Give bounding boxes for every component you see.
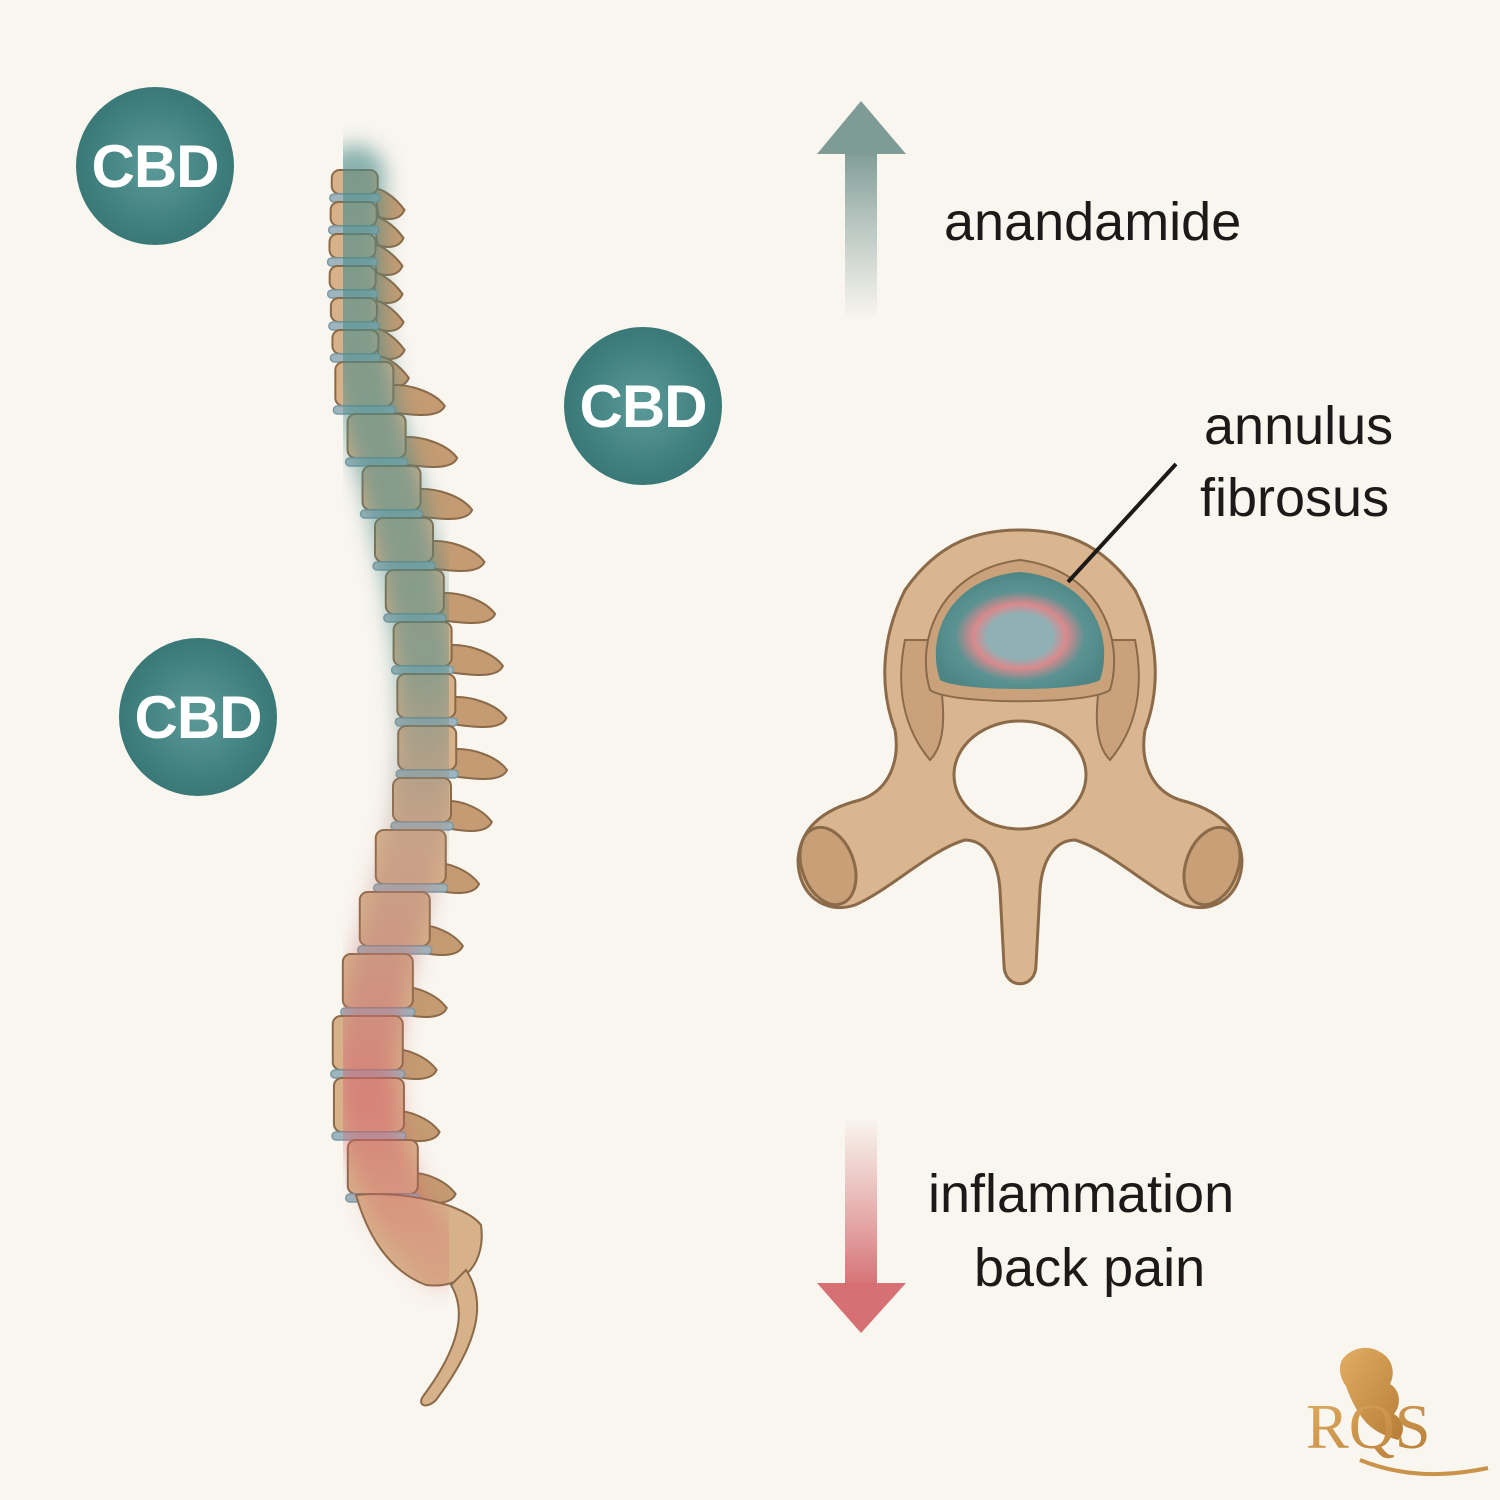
cbd-badge: CBD: [564, 327, 722, 485]
arrow-up-icon: [817, 101, 906, 320]
cbd-badge: CBD: [76, 87, 234, 245]
coccyx: [420, 1268, 479, 1407]
vertebra-cross-section: [796, 462, 1244, 986]
cbd-badge-label: CBD: [579, 372, 708, 440]
back-pain-label: back pain: [974, 1238, 1206, 1298]
arrow-down-icon: [817, 1118, 906, 1333]
spinous-process: [441, 644, 505, 676]
rqs-logo: RQS: [1306, 1347, 1489, 1477]
cbd-badge: CBD: [119, 638, 277, 796]
inflammation-label: inflammation: [928, 1164, 1235, 1224]
anandamide-label: anandamide: [944, 192, 1242, 252]
spinous-process: [445, 748, 509, 780]
spine-highlight: [321, 145, 470, 1290]
spinous-process: [433, 592, 497, 624]
cbd-badge-label: CBD: [134, 683, 263, 751]
annulus-label-line1: annulus: [1204, 396, 1394, 456]
spine-illustration: [321, 145, 509, 1407]
spinous-process: [440, 800, 493, 832]
logo-text: RQS: [1306, 1391, 1431, 1462]
spinous-process: [445, 696, 508, 728]
cbd-badge-label: CBD: [91, 132, 220, 200]
annulus-label-line2: fibrosus: [1200, 468, 1390, 528]
